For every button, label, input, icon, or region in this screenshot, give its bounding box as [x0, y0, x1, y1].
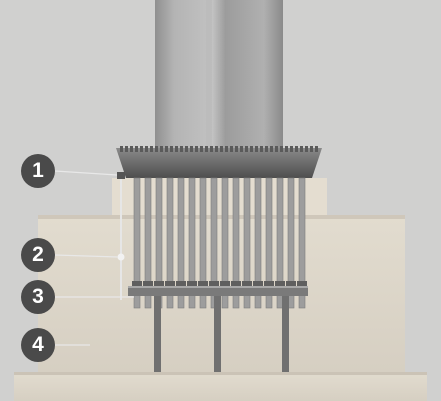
- callout-badge-3: 3: [21, 280, 55, 314]
- base-plate-serrations: [120, 146, 318, 152]
- plate-serration: [210, 146, 213, 152]
- bearing-plate-highlight: [128, 286, 308, 288]
- callout-badge-1: 1: [21, 154, 55, 188]
- plate-serration: [170, 146, 173, 152]
- anchor-rod: [298, 177, 306, 309]
- anchor-rod: [188, 177, 196, 309]
- plate-serration: [275, 146, 278, 152]
- plate-serration: [200, 146, 203, 152]
- column-web-highlight: [206, 0, 212, 148]
- plate-serration: [265, 146, 268, 152]
- rod-nut: [165, 281, 175, 286]
- rod-nut: [209, 281, 219, 286]
- plate-serration: [125, 146, 128, 152]
- plate-serration: [240, 146, 243, 152]
- plate-serration: [120, 146, 123, 152]
- plate-serration: [140, 146, 143, 152]
- plate-serration: [230, 146, 233, 152]
- rod-nut: [264, 281, 274, 286]
- rod-nut: [132, 281, 142, 286]
- plate-serration: [250, 146, 253, 152]
- rod-nut: [253, 281, 263, 286]
- plate-serration: [195, 146, 198, 152]
- callout-badge-4: 4: [21, 328, 55, 362]
- plate-serration: [290, 146, 293, 152]
- plate-serration: [245, 146, 248, 152]
- embed-bar-left: [154, 296, 161, 372]
- anchor-rod: [287, 177, 295, 309]
- plate-serration: [285, 146, 288, 152]
- sensor-head: [117, 172, 125, 179]
- rod-nut: [154, 281, 164, 286]
- rod-nut: [187, 281, 197, 286]
- callout-badge-2: 2: [21, 238, 55, 272]
- anchor-rod: [199, 177, 207, 309]
- plate-serration: [190, 146, 193, 152]
- plate-serration: [300, 146, 303, 152]
- anchor-rod: [221, 177, 229, 309]
- plate-serration: [310, 146, 313, 152]
- rod-nut: [242, 281, 252, 286]
- anchor-rod: [243, 177, 251, 309]
- anchor-rod: [166, 177, 174, 309]
- rod-nut: [176, 281, 186, 286]
- plate-serration: [175, 146, 178, 152]
- anchor-rod: [177, 177, 185, 309]
- plate-serration: [205, 146, 208, 152]
- sensor-node: [117, 253, 125, 261]
- anchor-rod: [254, 177, 262, 309]
- rod-nut: [143, 281, 153, 286]
- embed-bar-right: [282, 296, 289, 372]
- foundation-edge: [38, 215, 405, 219]
- bearing-plate: [128, 286, 308, 296]
- plate-serration: [305, 146, 308, 152]
- plate-serration: [260, 146, 263, 152]
- leader-line-1: [54, 170, 118, 176]
- rod-nut: [198, 281, 208, 286]
- plate-serration: [155, 146, 158, 152]
- plate-serration: [135, 146, 138, 152]
- leader-line-2: [54, 254, 119, 258]
- footing-edge: [14, 372, 427, 375]
- embed-bar-center: [214, 296, 221, 372]
- rod-nuts: [132, 281, 307, 286]
- plate-serration: [150, 146, 153, 152]
- anchor-rod: [265, 177, 273, 309]
- anchor-rod: [133, 177, 141, 309]
- rod-nut: [275, 281, 285, 286]
- steel-column: [155, 0, 283, 148]
- plate-serration: [160, 146, 163, 152]
- anchor-rod: [232, 177, 240, 309]
- rod-nut: [231, 281, 241, 286]
- plate-serration: [215, 146, 218, 152]
- rod-nut: [297, 281, 307, 286]
- plate-serration: [165, 146, 168, 152]
- anchor-rod: [276, 177, 284, 309]
- plate-serration: [145, 146, 148, 152]
- plate-serration: [235, 146, 238, 152]
- plate-serration: [225, 146, 228, 152]
- rod-nut: [286, 281, 296, 286]
- plate-serration: [270, 146, 273, 152]
- foundation-pedestal: [112, 178, 327, 218]
- plate-serration: [220, 146, 223, 152]
- plate-serration: [295, 146, 298, 152]
- plate-serration: [185, 146, 188, 152]
- plate-serration: [280, 146, 283, 152]
- plate-serration: [180, 146, 183, 152]
- anchor-rod: [144, 177, 152, 309]
- anchor-rods: [133, 177, 306, 309]
- rod-nut: [220, 281, 230, 286]
- foundation-footing: [14, 372, 427, 401]
- plate-serration: [255, 146, 258, 152]
- plate-serration: [315, 146, 318, 152]
- base-plate-top: [116, 148, 322, 178]
- plate-serration: [130, 146, 133, 152]
